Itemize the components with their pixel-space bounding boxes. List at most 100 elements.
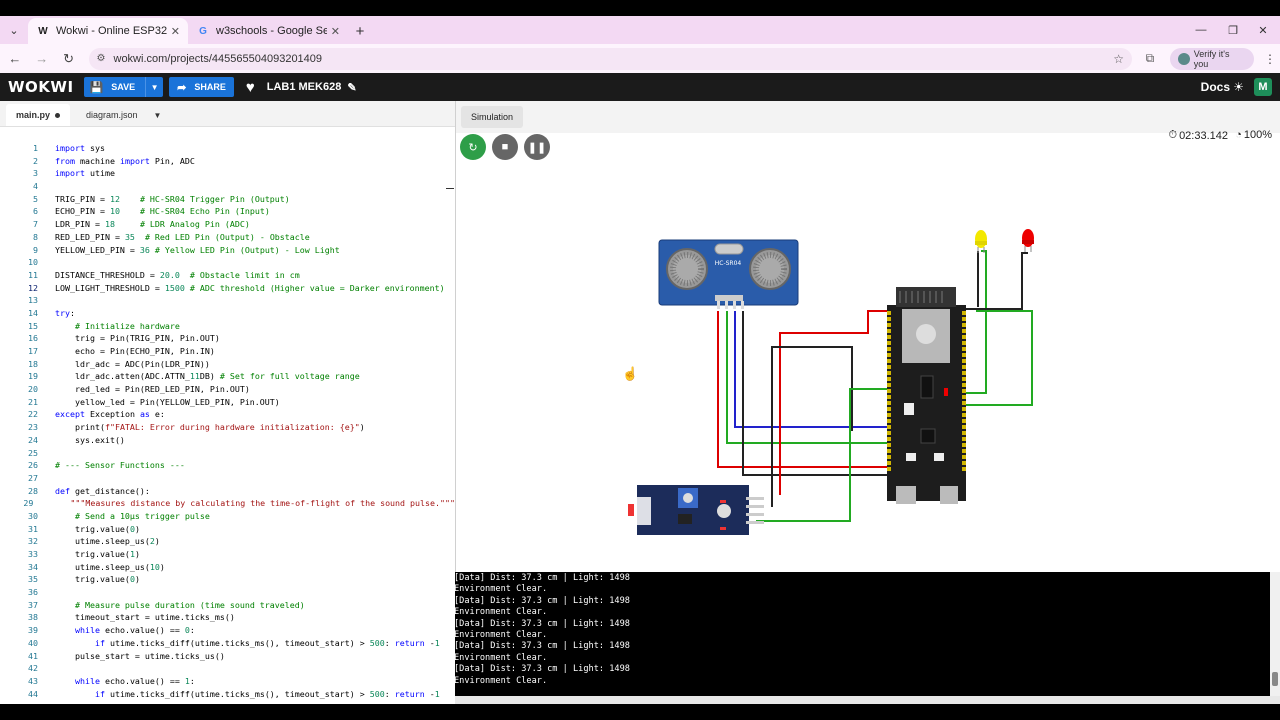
tab-main-py[interactable]: main.py (6, 104, 71, 126)
site-info-icon[interactable]: ⚙ (96, 53, 106, 64)
code-line[interactable]: 17 echo = Pin(ECHO_PIN, Pin.IN) (0, 345, 455, 358)
red-led[interactable] (1022, 229, 1034, 252)
avatar[interactable]: M (1254, 78, 1272, 96)
wire-green (966, 250, 987, 394)
code-line[interactable]: 29 """Measures distance by calculating t… (0, 497, 455, 510)
minimize-icon[interactable]: — (1195, 24, 1207, 36)
restart-button[interactable]: ↻ (460, 134, 486, 160)
code-line[interactable]: 39 while echo.value() == 0: (0, 624, 455, 637)
code-line[interactable]: 32 utime.sleep_us(2) (0, 535, 455, 548)
close-icon[interactable]: ✕ (170, 25, 180, 38)
browser-tab-wokwi[interactable]: W Wokwi - Online ESP32, STM32, ✕ (28, 18, 188, 44)
window-close-icon[interactable]: ✕ (1258, 24, 1268, 37)
code-line[interactable]: 20 red_led = Pin(RED_LED_PIN, Pin.OUT) (0, 383, 455, 396)
browser-menu-icon[interactable]: ⋮ (1264, 51, 1277, 66)
code-text: if utime.ticks_diff(utime.ticks_ms(), ti… (94, 688, 440, 699)
line-number: 1 (33, 143, 38, 153)
code-line[interactable]: 30 # Send a 10µs trigger pulse (0, 510, 455, 523)
code-line[interactable]: 37 # Measure pulse duration (time sound … (0, 599, 455, 612)
code-line[interactable]: 42 (0, 662, 455, 675)
browser-tab-google[interactable]: G w3schools - Google Search ✕ (188, 18, 348, 44)
code-line[interactable]: 10 (0, 256, 455, 269)
line-number: 9 (33, 244, 38, 255)
screen-bottom-border (0, 704, 1280, 720)
project-name[interactable]: LAB1 MEK628 ✎ (267, 81, 357, 94)
code-line[interactable]: 35 trig.value(0) (0, 573, 455, 586)
verify-profile-button[interactable]: Verify it's you (1169, 47, 1255, 70)
code-line[interactable]: 33 trig.value(1) (0, 548, 455, 561)
yellow-led[interactable] (975, 230, 987, 253)
code-line[interactable]: 36 (0, 586, 455, 599)
share-icon: ➦ (177, 81, 187, 94)
wokwi-logo[interactable]: WOKWI (8, 78, 74, 96)
ldr-module[interactable] (628, 485, 764, 535)
address-bar[interactable]: ⚙ wokwi.com/projects/445565504093201409 … (88, 47, 1132, 70)
sim-timer: ⏱ 02:33.142 (1168, 129, 1228, 142)
line-number: 8 (33, 231, 38, 242)
reload-icon[interactable]: ↻ (63, 50, 75, 66)
close-icon[interactable]: ✕ (330, 25, 340, 38)
restore-icon[interactable]: ❐ (1228, 24, 1238, 37)
circuit-diagram[interactable]: HC-SR04 (456, 101, 1280, 572)
code-line[interactable]: 38 timeout_start = utime.ticks_ms() (0, 611, 455, 624)
theme-toggle-icon[interactable]: ☀ (1233, 80, 1244, 94)
code-line[interactable]: 15 # Initialize hardware (0, 320, 455, 333)
back-icon[interactable]: ← (8, 51, 22, 66)
code-line[interactable]: 13 (0, 294, 455, 307)
code-line[interactable]: 24 sys.exit() (0, 434, 455, 447)
speedometer-icon: ◔ (1235, 129, 1242, 141)
code-line[interactable]: 19 ldr_adc.atten(ADC.ATTN_11DB) # Set fo… (0, 370, 455, 383)
pause-button[interactable]: ❚❚ (524, 134, 550, 160)
code-line[interactable]: 34 utime.sleep_us(10) (0, 561, 455, 574)
tab-diagram-json[interactable]: diagram.json (76, 104, 148, 126)
code-line[interactable]: 44 if utime.ticks_diff(utime.ticks_ms(),… (0, 688, 455, 701)
verify-label: Verify it's you (1193, 48, 1230, 69)
edit-pencil-icon[interactable]: ✎ (347, 81, 357, 94)
code-line[interactable]: 26# --- Sensor Functions --- (0, 459, 455, 472)
heart-icon[interactable]: ♥ (245, 78, 255, 96)
save-dropdown-icon[interactable]: ▼ (145, 77, 163, 97)
stop-button[interactable]: ■ (492, 134, 518, 160)
code-line[interactable]: 25 (0, 447, 455, 460)
esp32-board[interactable] (887, 287, 966, 504)
code-line[interactable]: 16 trig = Pin(TRIG_PIN, Pin.OUT) (0, 332, 455, 345)
save-button[interactable]: 💾 SAVE (84, 81, 146, 94)
share-button[interactable]: ➦ SHARE (169, 77, 234, 97)
tab-search-icon[interactable]: ⌄ (9, 24, 19, 37)
tab-simulation[interactable]: Simulation (461, 106, 524, 128)
code-line[interactable]: 23 print(f"FATAL: Error during hardware … (0, 421, 455, 434)
new-tab-button[interactable]: + (355, 22, 365, 40)
code-line[interactable]: 4 (0, 180, 455, 193)
extensions-icon[interactable]: ⧉ (1145, 51, 1155, 65)
code-line[interactable]: 43 while echo.value() == 1: (0, 675, 455, 688)
docs-link[interactable]: Docs (1200, 80, 1230, 94)
hc-sr04-sensor[interactable]: HC-SR04 (658, 239, 799, 309)
scrollbar-thumb[interactable] (1272, 672, 1278, 686)
code-line[interactable]: 41 pulse_start = utime.ticks_us() (0, 650, 455, 663)
code-line[interactable]: 31 trig.value(0) (0, 523, 455, 536)
code-line[interactable]: 21 yellow_led = Pin(YELLOW_LED_PIN, Pin.… (0, 396, 455, 409)
serial-scrollbar[interactable] (1270, 572, 1280, 696)
code-line[interactable]: 27 (0, 472, 455, 485)
forward-icon[interactable]: → (35, 51, 49, 66)
tabs-dropdown-icon[interactable]: ▼ (153, 110, 162, 120)
code-line[interactable]: 18 ldr_adc = ADC(Pin(LDR_PIN)) (0, 358, 455, 371)
bookmark-star-icon[interactable]: ☆ (1113, 51, 1124, 66)
code-line[interactable]: 40 if utime.ticks_diff(utime.ticks_ms(),… (0, 637, 455, 650)
